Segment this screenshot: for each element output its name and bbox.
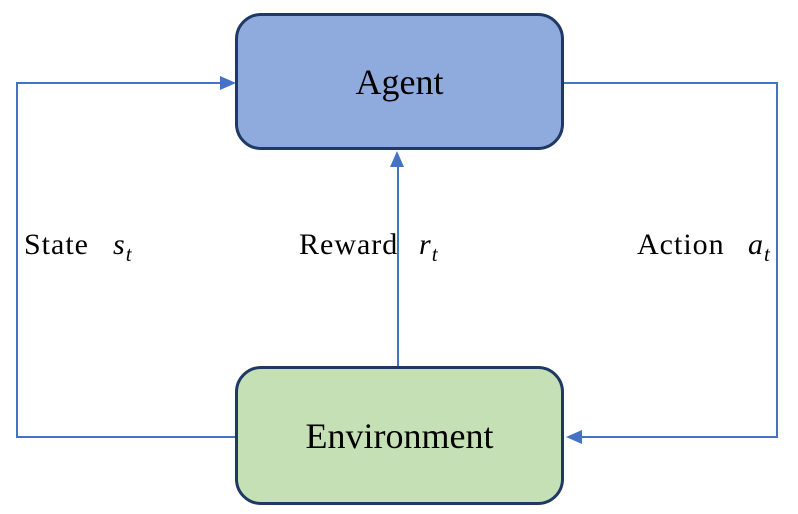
agent-node: Agent: [235, 13, 564, 150]
state-path-vertical-line: [16, 82, 18, 438]
state-variable: st: [113, 228, 132, 265]
reward-variable-subscript: t: [431, 242, 438, 266]
state-variable-letter: s: [113, 228, 126, 261]
reward-path-vertical-line: [397, 165, 399, 366]
agent-node-label: Agent: [355, 61, 444, 102]
state-variable-subscript: t: [125, 242, 132, 266]
reward-variable-letter: r: [419, 228, 432, 261]
reward-edge-label: Reward: [299, 228, 399, 261]
action-path-bottom-line: [582, 436, 778, 438]
action-arrowhead-left-icon: [566, 430, 582, 444]
environment-node: Environment: [235, 366, 564, 505]
state-edge-label: State: [24, 228, 89, 261]
reward-arrowhead-up-icon: [390, 151, 404, 167]
state-path-top-line: [16, 82, 220, 84]
action-variable-subscript: t: [764, 242, 770, 266]
action-variable-letter: a: [748, 228, 764, 261]
reward-variable: rt: [419, 228, 438, 265]
action-edge-label: Action: [637, 228, 725, 261]
action-path-top-line: [564, 82, 778, 84]
action-path-vertical-line: [776, 82, 778, 438]
environment-node-label: Environment: [305, 415, 494, 456]
action-variable: at: [748, 228, 770, 265]
state-path-bottom-line: [16, 436, 235, 438]
state-arrowhead-right-icon: [220, 76, 236, 90]
